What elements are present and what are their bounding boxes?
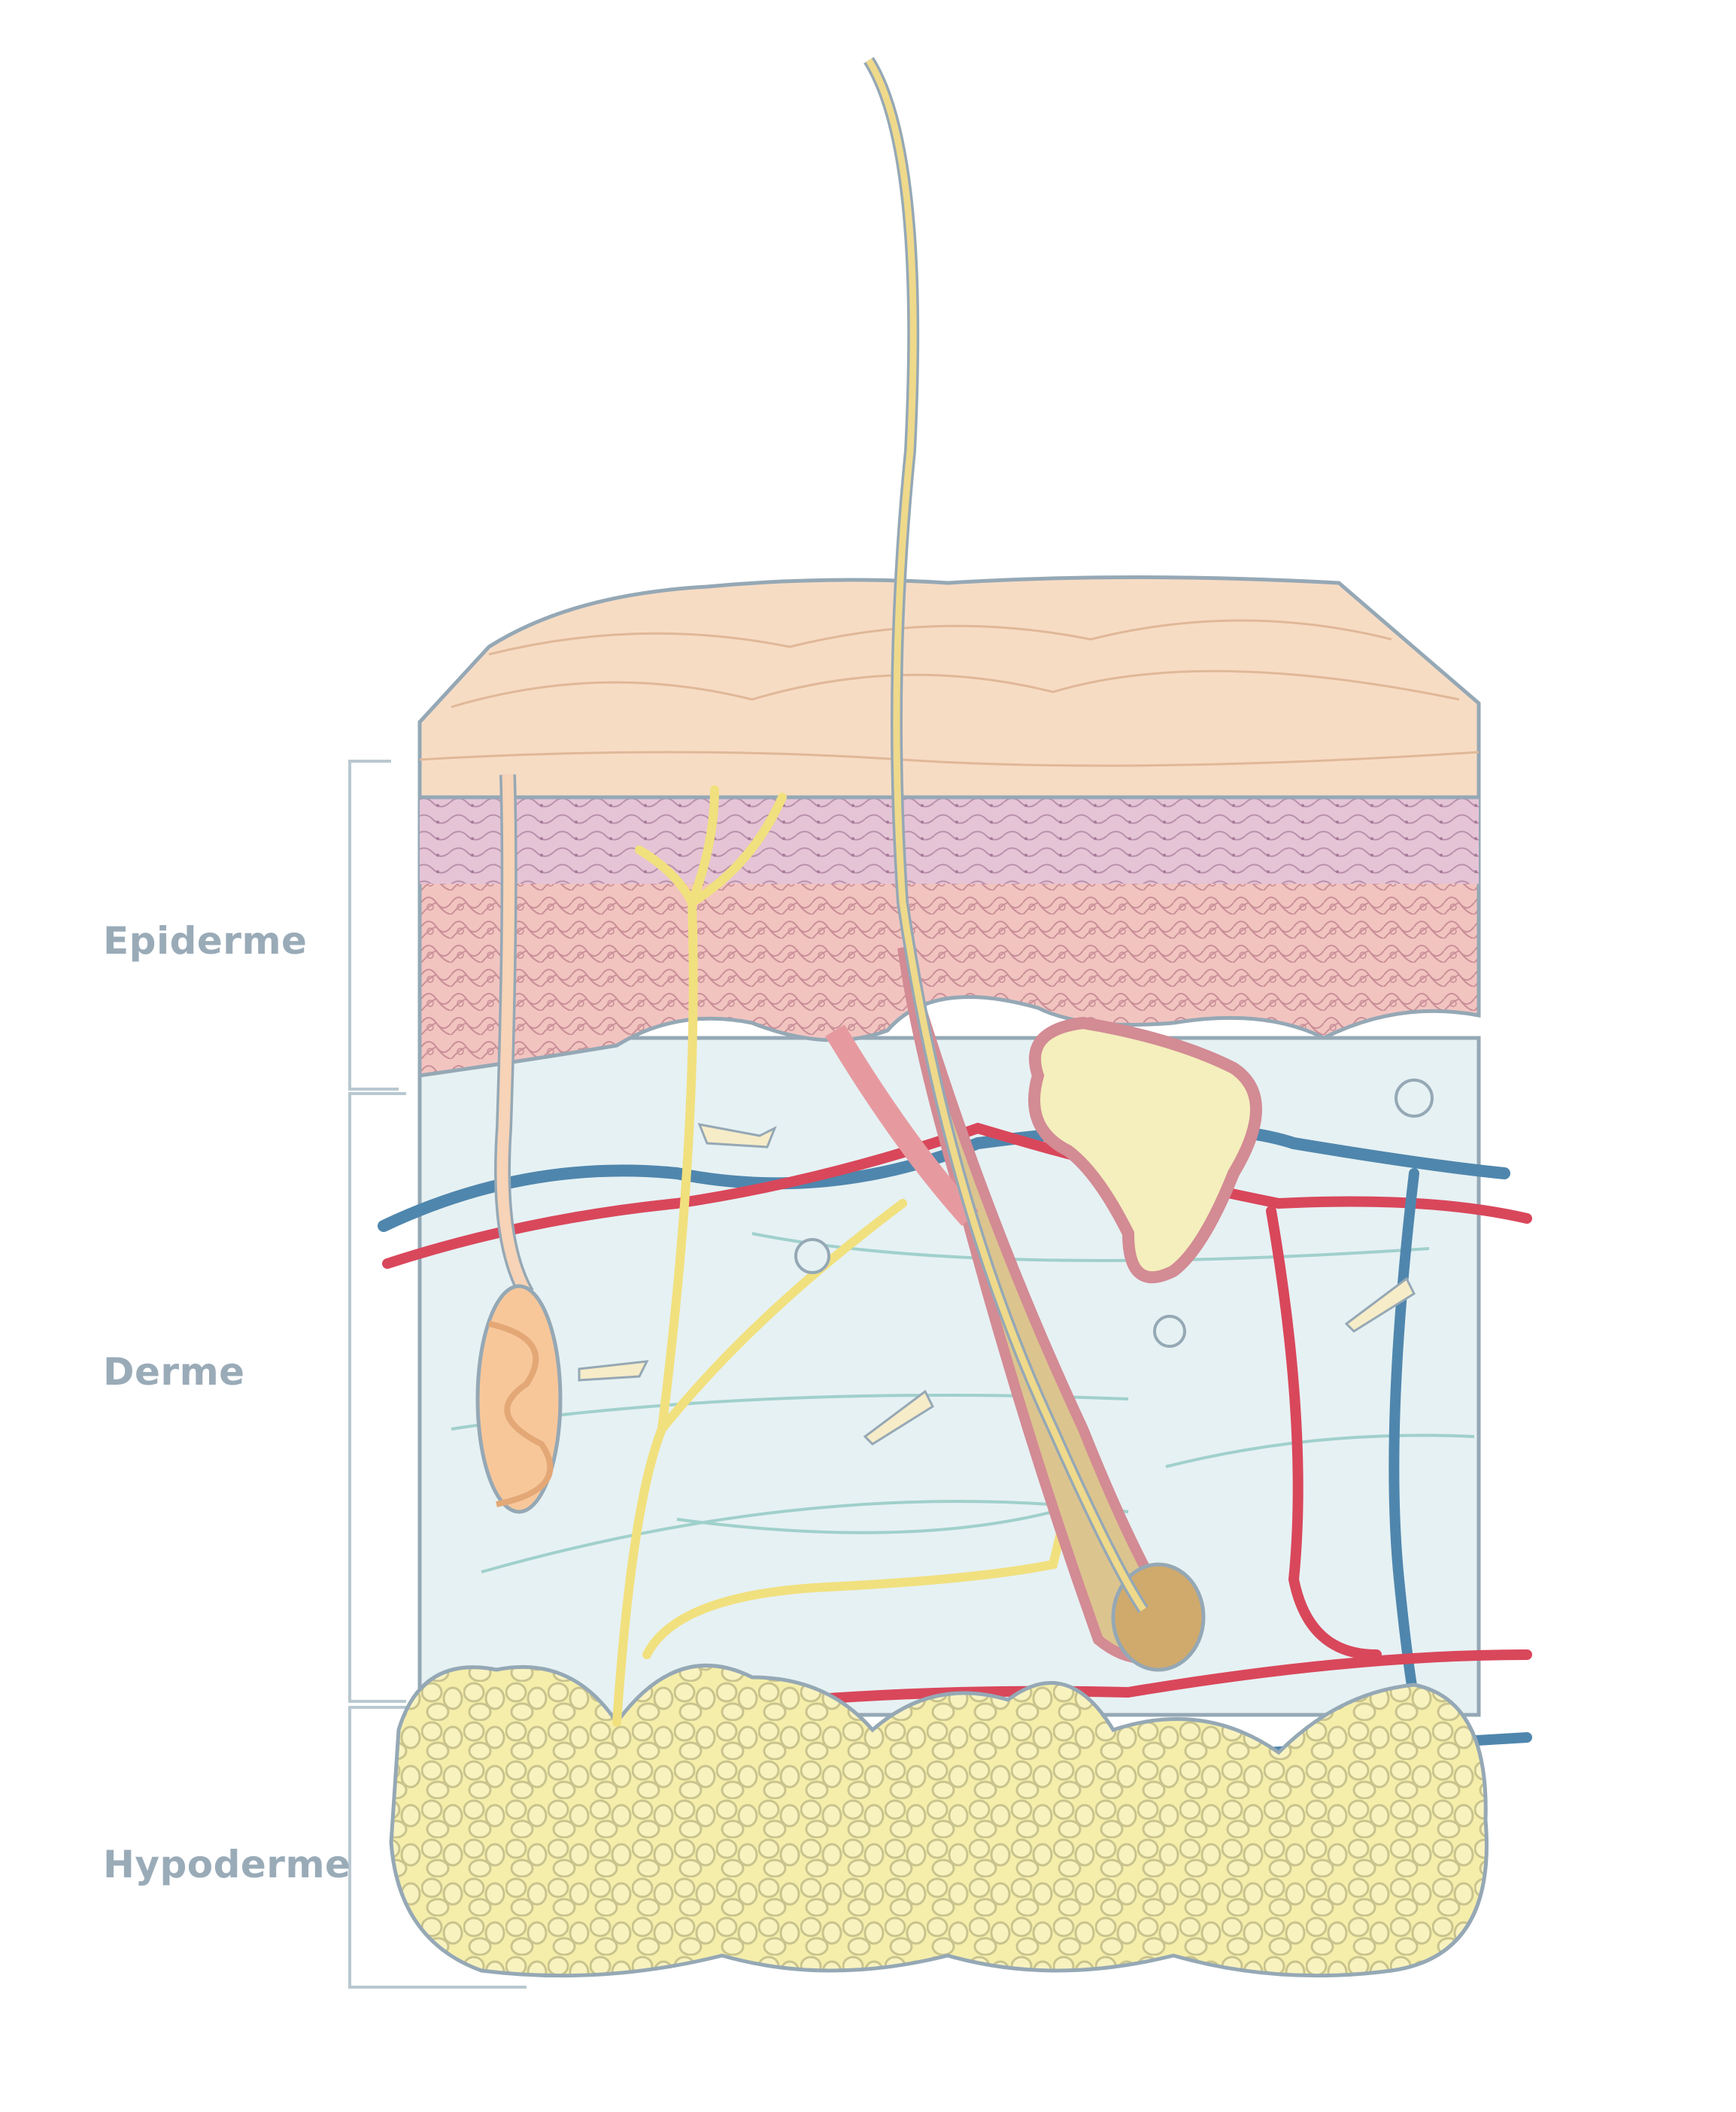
- stratum-corneum: [417, 575, 1481, 800]
- dermis-cells: [794, 1079, 1434, 1348]
- epidermis-bracket: [348, 760, 399, 1091]
- dermis-label: Derme: [103, 1350, 245, 1394]
- sebaceous-gland: [1028, 1016, 1262, 1284]
- artery-vertical: [1266, 1206, 1382, 1660]
- sweat-gland: [475, 774, 563, 1514]
- epidermis-spinous-layer: [420, 794, 1479, 884]
- hypodermis-label: Hypoderme: [103, 1843, 351, 1886]
- dermis-bracket: [348, 1092, 406, 1703]
- corneum-scales: [419, 619, 1480, 767]
- layer-brackets: [348, 760, 527, 1989]
- hypodermis-fat: [389, 1663, 1489, 1978]
- epidermis-label: Epiderme: [103, 919, 308, 963]
- fibroblasts: [578, 1123, 1416, 1446]
- hypodermis-bracket: [348, 1706, 527, 1989]
- hair-shaft-fill: [866, 58, 1146, 1612]
- artery: [382, 1122, 1532, 1269]
- arrector-pili-muscle: [825, 1024, 979, 1227]
